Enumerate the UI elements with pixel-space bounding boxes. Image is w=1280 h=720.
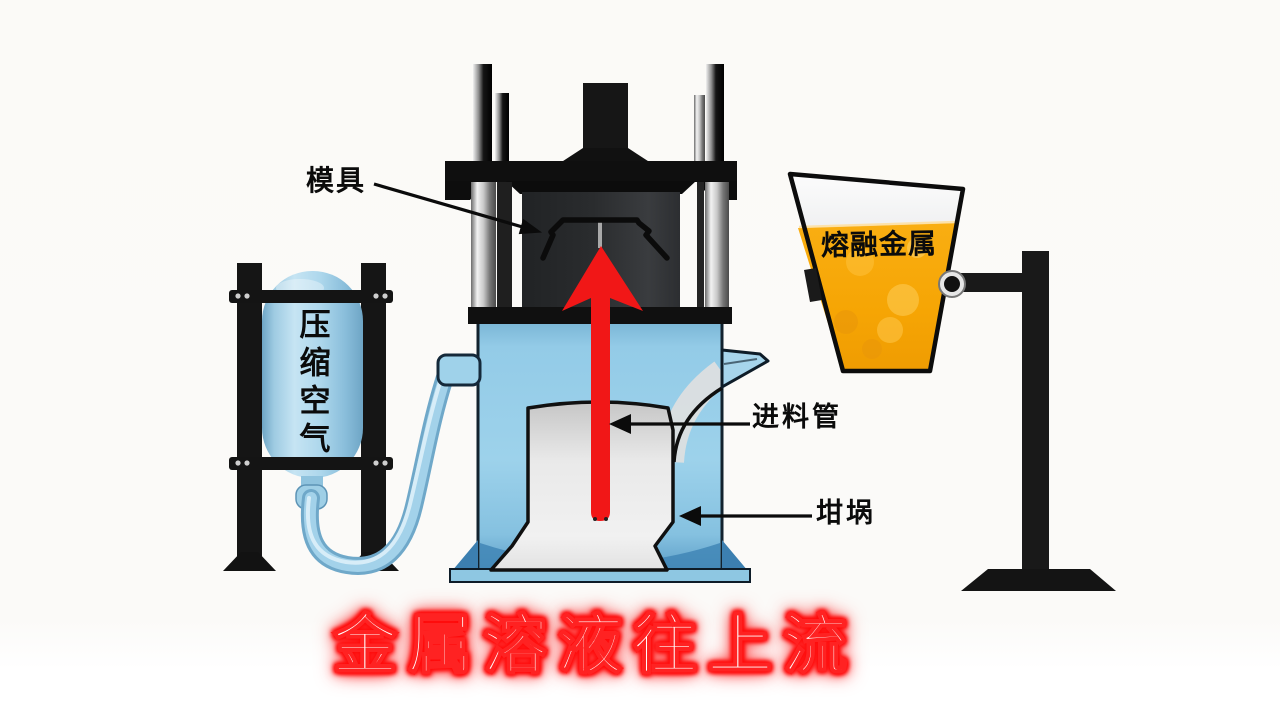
pointer-arrows	[373, 182, 812, 526]
feed-tube-pointer-head	[609, 414, 631, 434]
stand-post-right	[361, 263, 386, 570]
air-tank-stand	[223, 263, 399, 571]
stand-post-left	[237, 263, 262, 570]
mold-label: 模具	[306, 164, 367, 197]
press-ram-flare	[560, 148, 651, 163]
molten-metal-texture	[834, 238, 927, 359]
upper-column	[694, 95, 705, 163]
mold-pointer-head	[518, 218, 542, 235]
ladle-outline	[787, 171, 966, 374]
chamber-flare-right	[722, 540, 748, 571]
ladle-unit	[787, 171, 1116, 591]
feed-tube-label: 进料管	[752, 402, 842, 433]
air-inlet-stub	[436, 353, 482, 387]
stand-foot-left	[223, 552, 276, 571]
crucible-label: 坩埚	[816, 498, 876, 529]
pour-spout	[720, 348, 770, 389]
tank-straps	[229, 290, 393, 470]
headline-caption: 金属溶液往上流	[331, 607, 858, 684]
top-platen	[445, 161, 737, 182]
crucible-pointer-head	[679, 506, 701, 526]
red-flow-arrow-icon	[562, 246, 643, 521]
air-hose	[300, 365, 455, 575]
ladle-stand-base	[961, 569, 1116, 591]
riser-channel-outline	[672, 386, 723, 463]
mold-pointer-line	[373, 182, 527, 230]
guide-rod	[697, 182, 704, 309]
mold-cavity-outline	[540, 217, 670, 261]
molten-metal-label: 熔融金属	[820, 226, 938, 263]
compressed-air-label: 压缩空气	[293, 308, 330, 460]
ladle-arm	[948, 273, 1040, 292]
guide-rod	[705, 182, 729, 309]
ladle-stand-post	[1022, 251, 1049, 577]
chamber-flare-left	[452, 540, 478, 571]
crucible-vessel	[489, 400, 675, 572]
upper-column	[706, 64, 724, 163]
ladle-trunnion-left	[804, 268, 822, 302]
guide-rod	[471, 182, 496, 309]
molten-metal-fill	[798, 223, 957, 371]
guide-rod	[497, 182, 512, 309]
upper-column	[473, 64, 492, 163]
upper-column	[495, 93, 509, 163]
